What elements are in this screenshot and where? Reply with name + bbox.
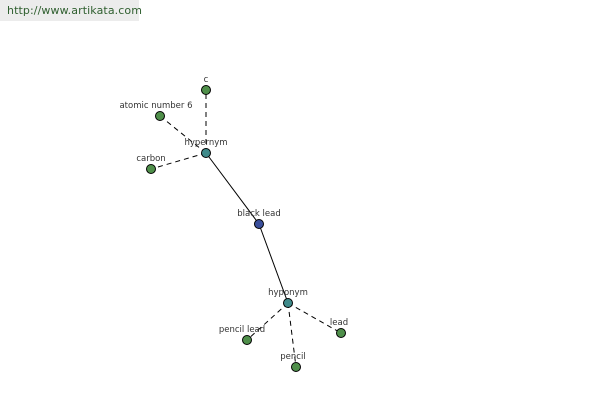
- url-banner: http://www.artikata.com: [0, 0, 143, 21]
- edge-hyponym-pencil_lead: [246, 302, 289, 341]
- node-label: hyponym: [268, 288, 308, 298]
- node-label: pencil: [280, 352, 305, 362]
- graph-node-pencil[interactable]: pencil: [280, 352, 306, 372]
- edge-center-hypernym: [205, 152, 260, 225]
- graph-node-lead[interactable]: lead: [330, 318, 348, 338]
- graph-node-pencil-lead[interactable]: pencil lead: [219, 325, 265, 345]
- node-label: carbon: [136, 154, 165, 164]
- node-label: pencil lead: [219, 325, 265, 335]
- url-link[interactable]: http://www.artikata.com: [7, 4, 143, 17]
- node-label: lead: [330, 318, 348, 328]
- edge-hypernym-atomic: [159, 115, 207, 154]
- node-label: c: [204, 75, 209, 85]
- graph-node-c[interactable]: c: [201, 75, 211, 95]
- edge-hyponym-lead: [287, 302, 342, 334]
- graph-node-center[interactable]: black lead: [237, 209, 281, 229]
- node-label: hypernym: [184, 138, 227, 148]
- node-marker[interactable]: [283, 298, 293, 308]
- node-marker[interactable]: [336, 328, 346, 338]
- node-label: atomic number 6: [119, 101, 192, 111]
- edge-hypernym-carbon: [150, 152, 207, 170]
- node-marker[interactable]: [146, 164, 156, 174]
- graph-node-atomic[interactable]: atomic number 6: [119, 101, 193, 121]
- node-marker[interactable]: [155, 111, 165, 121]
- node-marker[interactable]: [201, 148, 211, 158]
- graph-node-hypernym[interactable]: hypernym: [184, 138, 228, 158]
- node-marker[interactable]: [242, 335, 252, 345]
- edge-hyponym-pencil: [287, 302, 297, 368]
- node-marker[interactable]: [201, 85, 211, 95]
- graph-node-hyponym[interactable]: hyponym: [268, 288, 308, 308]
- node-marker[interactable]: [254, 219, 264, 229]
- edges-layer: [150, 90, 342, 368]
- graph-node-carbon[interactable]: carbon: [136, 154, 166, 174]
- nodes-layer: black lead hypernym hyponym c atomic number …: [119, 75, 348, 372]
- node-marker[interactable]: [291, 362, 301, 372]
- edge-center-hyponym: [258, 223, 289, 304]
- node-label: black lead: [237, 209, 280, 219]
